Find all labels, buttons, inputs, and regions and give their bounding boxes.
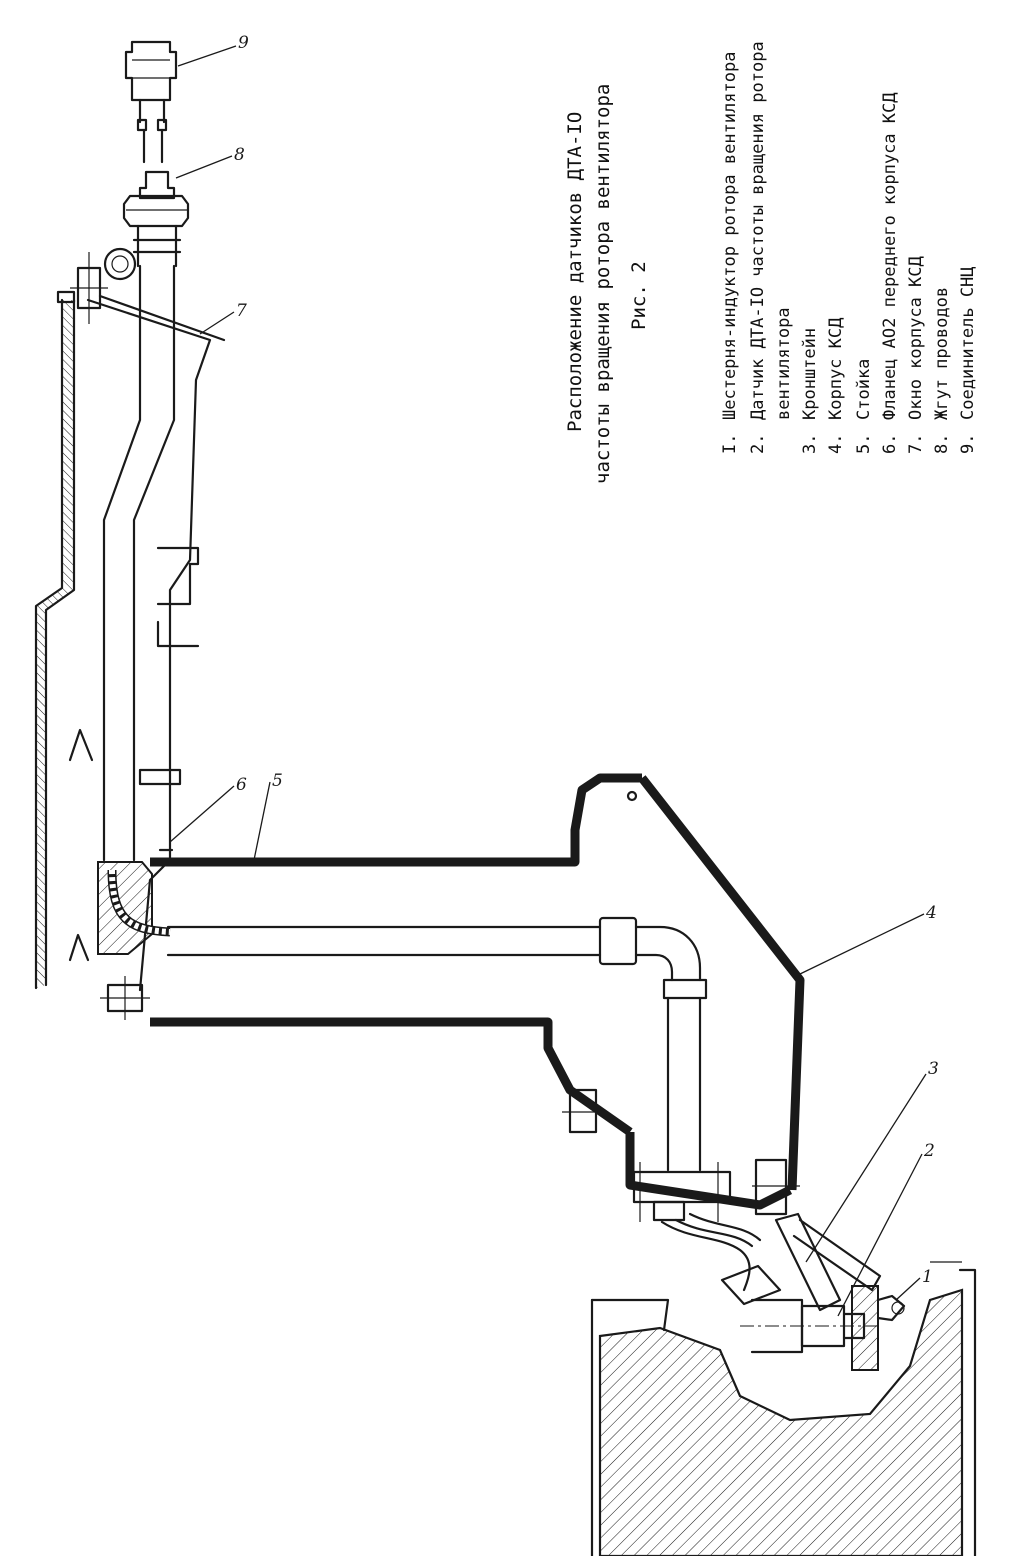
fan-rotor <box>590 1261 977 1556</box>
callout-6: 6 <box>236 775 247 795</box>
callout-8: 8 <box>234 145 245 165</box>
inductor-gear <box>851 1285 906 1371</box>
legend-item-6: 6.Фланец АО2 переднего корпуса КСД <box>880 92 900 454</box>
callout-4: 4 <box>925 903 937 923</box>
callout-7: 7 <box>236 301 247 321</box>
harness-tube <box>102 264 176 862</box>
callout-9: 9 <box>238 33 249 53</box>
legend-item-7: 7.Окно корпуса КСД <box>906 256 926 454</box>
legend-item-5: 5.Стойка <box>854 358 874 454</box>
callout-1: 1 <box>922 1267 933 1287</box>
callout-labels: 9 8 7 6 5 4 3 2 1 <box>234 33 939 1287</box>
legend-item-1: I.Шестерня-индуктор ротора вентилятора <box>720 51 740 454</box>
outer-casing <box>34 294 226 992</box>
legend-item-3: 3.Кронштейн <box>800 327 820 454</box>
legend-item-2: 2.Датчик ДТА-IO частоты вращения ротора <box>748 41 768 454</box>
mount-flange <box>632 1158 800 1222</box>
figure-caption-line1: Расположение датчиков ДТА-IO <box>564 111 586 432</box>
legend-item-2-cont: вентилятора <box>774 307 794 420</box>
leader-lines <box>169 45 927 1317</box>
figure-label: Рис. 2 <box>628 261 650 330</box>
legend-item-4: 4.Корпус КСД <box>826 317 846 454</box>
figure-caption-line2: частоты вращения ротора вентилятора <box>592 83 614 484</box>
casing-flanges <box>138 546 200 852</box>
sensor-tube <box>166 916 708 1172</box>
legend-item-9: 9.Соединитель СНЦ <box>958 266 978 454</box>
bracket <box>774 1212 882 1312</box>
legend-item-8: 8.Жгут проводов <box>932 286 952 454</box>
flange-ao2 <box>97 861 171 1020</box>
wire-harness-plug <box>122 170 190 268</box>
callout-5: 5 <box>272 771 283 791</box>
callout-3: 3 <box>928 1059 939 1079</box>
ksd-housing <box>562 775 805 1210</box>
connector-snc <box>124 40 178 164</box>
callout-2: 2 <box>923 1141 935 1161</box>
strut <box>150 773 642 1136</box>
wire-bundle <box>660 1212 782 1306</box>
